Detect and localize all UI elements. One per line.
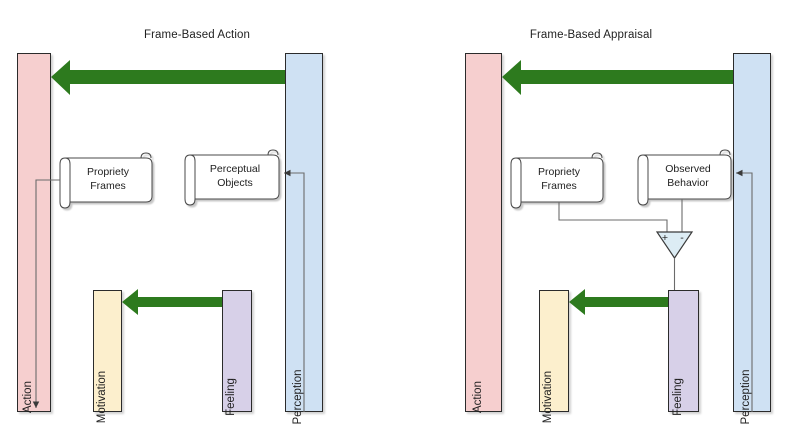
lane-label-perception: Perception <box>292 369 304 425</box>
lane-label-action: Action <box>471 381 484 413</box>
lane-action-left[interactable]: Action <box>17 53 51 413</box>
lane-perception-right[interactable]: Perception <box>733 53 771 424</box>
lane-label-feeling: Feeling <box>671 378 684 416</box>
lane-perception-left[interactable]: Perception <box>285 53 323 424</box>
lane-motivation-left[interactable]: Motivation <box>93 290 122 423</box>
lane-motivation-right[interactable]: Motivation <box>539 290 569 423</box>
lane-action-right[interactable]: Action <box>465 53 502 413</box>
panel-title-right: Frame-Based Appraisal <box>529 29 653 41</box>
lane-feeling-left[interactable]: Feeling <box>222 290 252 416</box>
lane-label-action: Action <box>22 381 34 413</box>
lane-label-motivation: Motivation <box>542 370 554 424</box>
panel-frame-based-appraisal: Frame-Based Appraisal <box>394 0 788 429</box>
lane-label-motivation: Motivation <box>95 370 108 424</box>
panel-title-left: Frame-Based Action <box>144 29 250 41</box>
lane-label-perception: Perception <box>740 369 752 425</box>
lane-label-feeling: Feeling <box>225 378 237 416</box>
lane-feeling-right[interactable]: Feeling <box>668 290 699 416</box>
panel-frame-based-action: Frame-Based Action <box>144 29 250 41</box>
